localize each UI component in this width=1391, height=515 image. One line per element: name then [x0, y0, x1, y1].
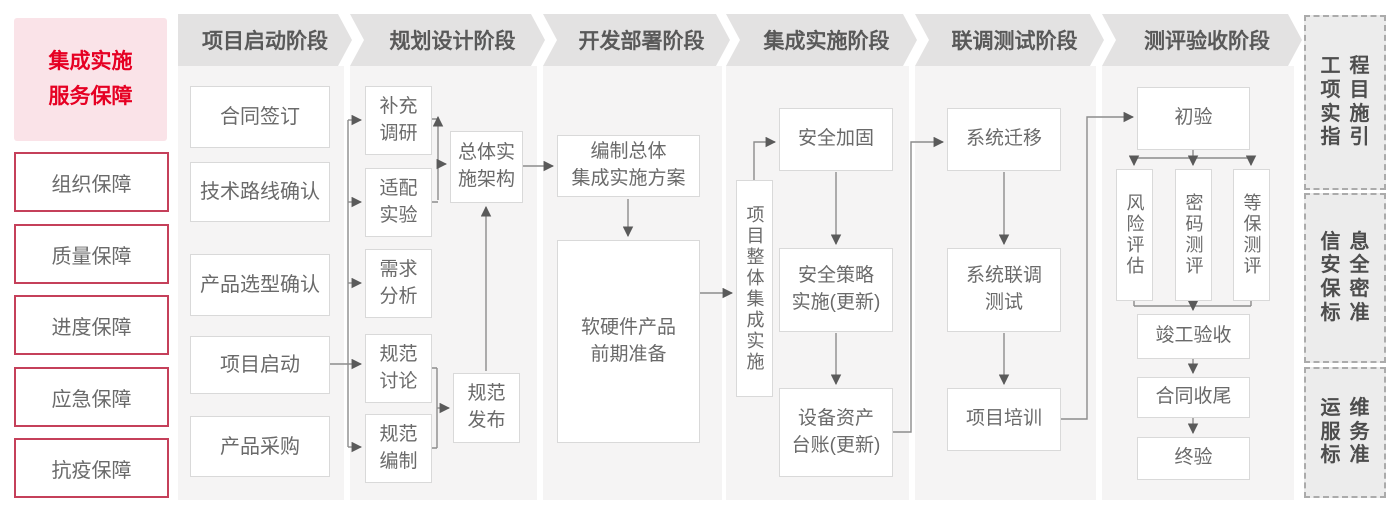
step-overall-architecture: 总体实 施架构 — [450, 131, 523, 203]
step-spec-discussion: 规范 讨论 — [365, 334, 432, 403]
step-integration-plan: 编制总体 集成实施方案 — [557, 135, 700, 197]
standard-project-guide: 工程 项目 实施 指引 — [1304, 15, 1386, 190]
step-mlps-evaluation: 等保测评 — [1233, 169, 1270, 301]
phase-header-dev-deploy: 开发部署阶段 — [543, 14, 730, 66]
step-initial-acceptance: 初验 — [1137, 87, 1250, 150]
guarantee-schedule: 进度保障 — [14, 295, 169, 355]
step-completion-acceptance: 竣工验收 — [1137, 314, 1250, 359]
step-supplementary-research: 补充 调研 — [365, 86, 432, 155]
step-tech-route-confirm: 技术路线确认 — [190, 162, 330, 222]
service-guarantee-title: 集成实施 服务保障 — [14, 18, 167, 141]
step-project-kickoff: 项目启动 — [190, 336, 330, 394]
step-product-procurement: 产品采购 — [190, 416, 330, 477]
step-spec-drafting: 规范 编制 — [365, 414, 432, 483]
step-project-training: 项目培训 — [947, 388, 1061, 451]
step-adaptation-test: 适配 实验 — [365, 168, 432, 237]
phase-header-project-kickoff: 项目启动阶段 — [178, 14, 352, 66]
step-product-selection-confirm: 产品选型确认 — [190, 254, 330, 316]
guarantee-epidemic: 抗疫保障 — [14, 438, 169, 498]
step-security-hardening: 安全加固 — [779, 108, 893, 171]
phase-header-joint-test: 联调测试阶段 — [915, 14, 1104, 66]
guarantee-organization: 组织保障 — [14, 152, 169, 212]
step-contract-closure: 合同收尾 — [1137, 377, 1250, 418]
standard-ops: 运维 服务 标准 — [1304, 367, 1386, 498]
step-system-migration: 系统迁移 — [947, 108, 1061, 171]
guarantee-quality: 质量保障 — [14, 224, 169, 284]
step-crypto-evaluation: 密码测评 — [1175, 169, 1212, 301]
step-risk-assessment: 风险评估 — [1116, 169, 1153, 301]
step-spec-release: 规范 发布 — [453, 373, 520, 443]
step-contract-signing: 合同签订 — [190, 86, 330, 148]
phase-header-planning-design: 规划设计阶段 — [350, 14, 545, 66]
standard-infosec: 信息 安全 保密 标准 — [1304, 193, 1386, 363]
step-asset-ledger: 设备资产 台账(更新) — [779, 388, 893, 477]
phase-header-integration: 集成实施阶段 — [726, 14, 917, 66]
step-security-policy: 安全策略 实施(更新) — [779, 248, 893, 332]
guarantee-emergency: 应急保障 — [14, 367, 169, 427]
phase-header-acceptance: 测评验收阶段 — [1102, 14, 1302, 66]
step-overall-integration: 项目整体集成实施 — [736, 180, 773, 397]
step-final-acceptance: 终验 — [1137, 437, 1250, 480]
step-requirement-analysis: 需求 分析 — [365, 249, 432, 318]
step-hw-sw-preparation: 软硬件产品 前期准备 — [557, 240, 700, 443]
step-joint-debugging: 系统联调 测试 — [947, 248, 1061, 332]
